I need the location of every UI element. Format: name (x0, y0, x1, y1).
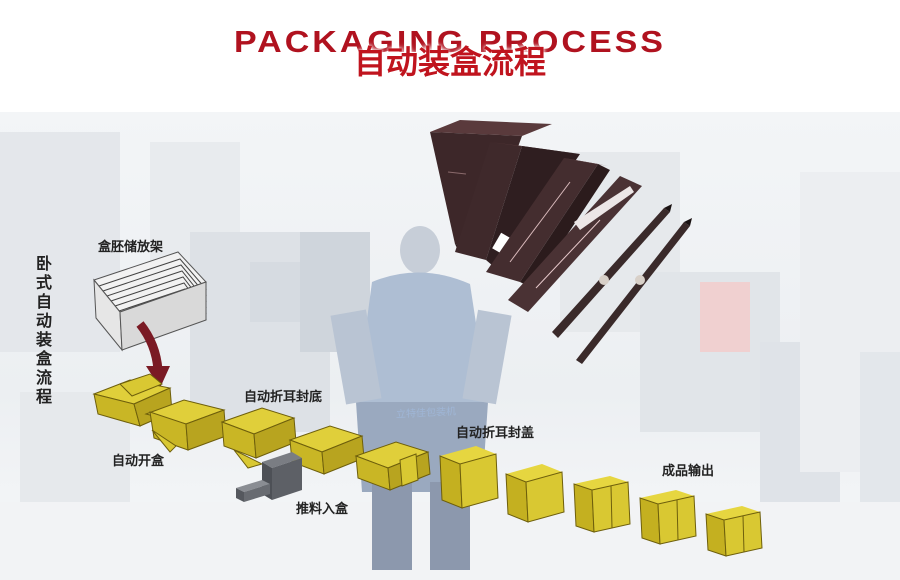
label-push-in: 推料入盒 (296, 502, 349, 517)
title-cn: 自动装盒流程 (353, 43, 546, 81)
product-photo (430, 120, 692, 364)
label-blank-rack: 盒胚储放架 (98, 240, 164, 255)
product-box-4 (508, 176, 642, 312)
label-auto-open: 自动开盒 (112, 454, 165, 469)
label-fold-top: 自动折耳封盖 (456, 426, 535, 441)
open-box-1 (92, 373, 173, 427)
vertical-process-label: 卧式自动装盒流程 (35, 254, 52, 406)
finished-box-1 (573, 476, 631, 533)
factory-background (0, 112, 900, 580)
closed-box-1 (439, 446, 499, 509)
pusher-block (236, 452, 302, 502)
closed-box-2 (505, 464, 565, 523)
box-fold-bottom-3 (354, 441, 431, 491)
label-fold-bottom: 自动折耳封底 (244, 390, 323, 405)
pencil-1 (552, 204, 672, 338)
process-scene: 立特佳包装机 (0, 112, 900, 580)
open-box-2 (144, 399, 227, 453)
product-box-3 (486, 158, 610, 288)
pencil-2 (576, 218, 692, 364)
label-output: 成品输出 (662, 464, 715, 479)
box-fold-bottom-2 (288, 425, 365, 475)
title-en: PACKAGING PROCESS (234, 24, 666, 60)
finished-box-3 (705, 506, 763, 557)
finished-box-2 (639, 490, 697, 545)
process-flow (92, 251, 763, 557)
header: PACKAGING PROCESS 自动装盒流程 (0, 0, 900, 110)
down-arrow-icon (136, 321, 170, 388)
